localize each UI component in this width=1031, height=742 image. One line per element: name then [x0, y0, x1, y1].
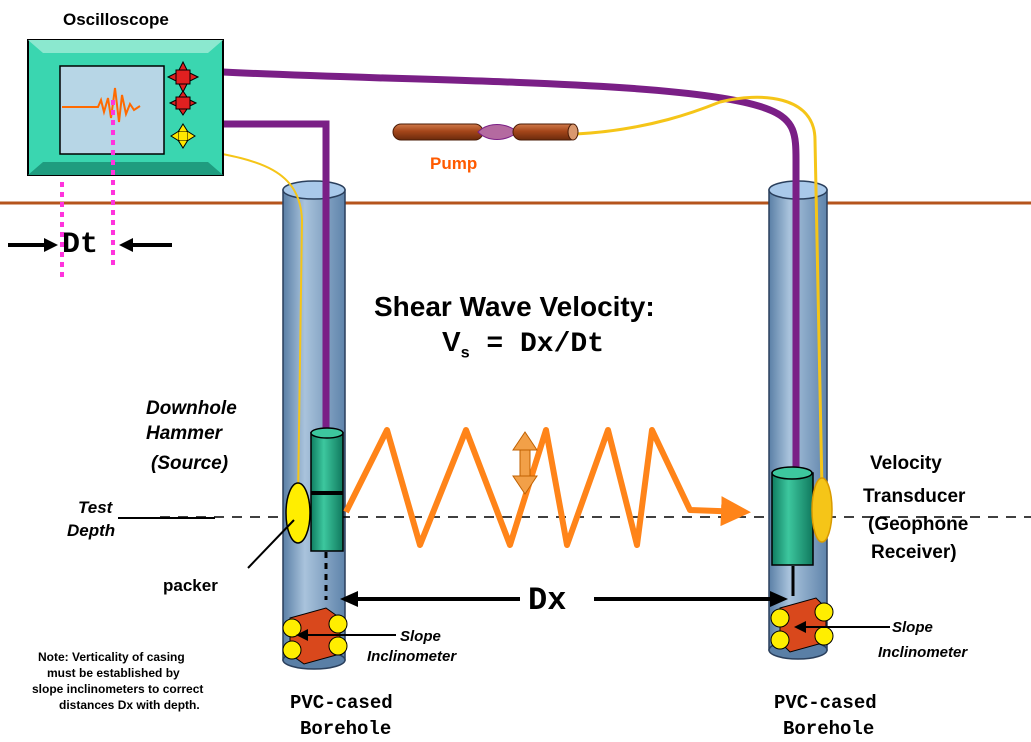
- delta-x-label: Dx: [528, 582, 567, 619]
- packer-pointer: [247, 519, 295, 569]
- shear-wave-path: [343, 427, 751, 548]
- hammer-label-line3: (Source): [151, 453, 229, 474]
- slope-inclinometer-left-line1: Slope: [400, 628, 441, 645]
- velocity-label-line4: Receiver): [871, 542, 957, 563]
- dx-distance-arrow: [340, 591, 788, 607]
- formula-subscript: s: [460, 344, 470, 362]
- borehole-right-label-line1: PVC-cased: [774, 692, 877, 714]
- formula-v: V: [442, 326, 461, 357]
- downhole-hammer: [310, 427, 344, 600]
- note-line3: slope inclinometers to correct: [32, 682, 204, 696]
- pump-label: Pump: [430, 154, 478, 173]
- scope-button-middle: [168, 90, 198, 116]
- scope-button-bottom: [170, 123, 196, 149]
- note-line2: must be established by: [47, 666, 180, 680]
- note-line4: distances Dx with depth.: [59, 698, 200, 712]
- inclinometer-left: [282, 607, 396, 665]
- packer-label: packer: [163, 576, 218, 595]
- test-depth-label-line1: Test: [78, 498, 113, 517]
- cable-to-receiver: [222, 68, 800, 470]
- dt-arrows: [8, 238, 172, 252]
- particle-motion-arrow: [512, 431, 538, 495]
- hammer-label-line1: Downhole: [146, 398, 237, 419]
- velocity-label-line3: (Geophone: [868, 514, 969, 535]
- pump-line: [575, 95, 824, 491]
- packer-left: [285, 482, 311, 544]
- test-depth-label-line2: Depth: [67, 521, 116, 540]
- hammer-label-line2: Hammer: [146, 423, 223, 444]
- borehole-left-label-line1: PVC-cased: [290, 692, 393, 714]
- velocity-transducer: [771, 466, 833, 596]
- pump: [392, 123, 579, 141]
- title-shear-wave-velocity: Shear Wave Velocity:: [374, 291, 655, 322]
- formula: Vs = Dx/Dt: [442, 326, 604, 363]
- formula-rhs: = Dx/Dt: [469, 329, 605, 360]
- oscilloscope: [27, 39, 224, 176]
- slope-inclinometer-right-line1: Slope: [892, 619, 933, 636]
- inclinometer-right: [770, 597, 890, 653]
- note-line1: Note: Verticality of casing: [38, 650, 185, 664]
- velocity-label-line1: Velocity: [870, 453, 942, 474]
- oscilloscope-label: Oscilloscope: [63, 10, 169, 29]
- velocity-label-line2: Transducer: [863, 486, 966, 507]
- scope-button-top: [166, 60, 200, 94]
- borehole-right-label-line2: Borehole: [783, 718, 875, 740]
- slope-inclinometer-right-line2: Inclinometer: [878, 644, 968, 661]
- left-borehole-casing: [282, 180, 346, 670]
- cable-to-hammer: [223, 120, 330, 433]
- oscilloscope-trace: [62, 87, 141, 123]
- slope-inclinometer-left-line2: Inclinometer: [367, 648, 457, 665]
- borehole-left-label-line2: Borehole: [300, 718, 392, 740]
- delta-t-label: Dt: [62, 228, 99, 262]
